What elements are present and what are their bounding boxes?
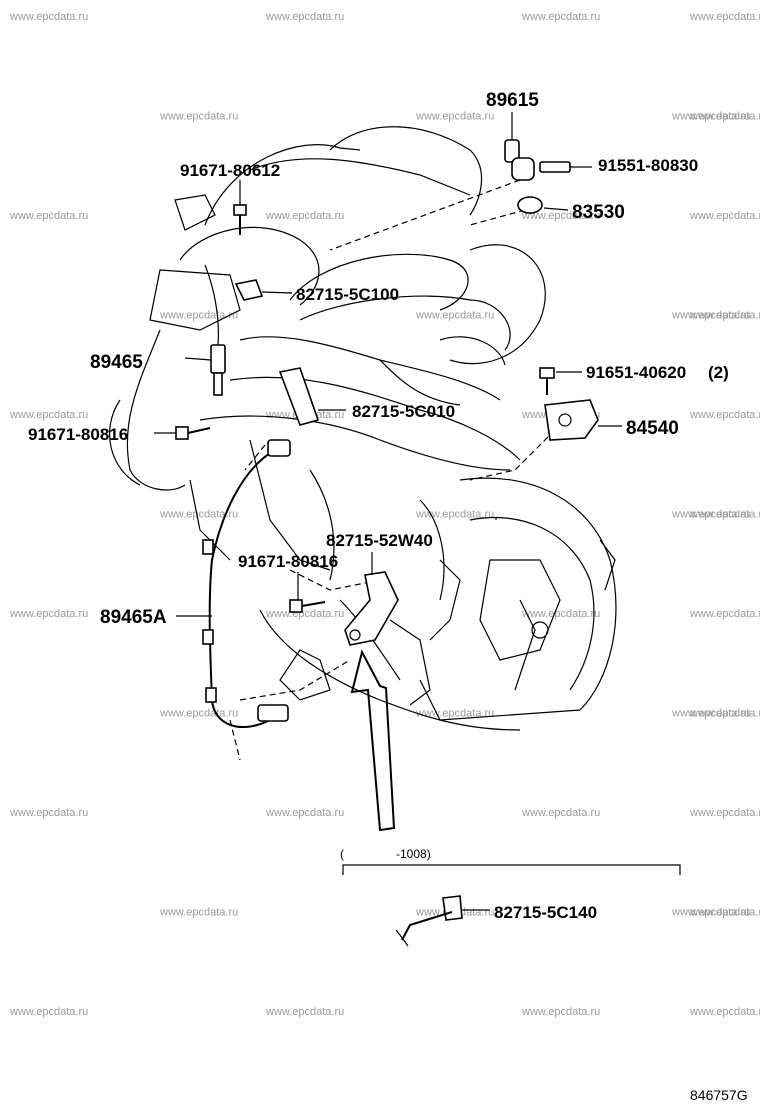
watermark-text: www.epcdata.ru <box>521 1006 600 1018</box>
watermark-text: www.epcdata.ru <box>689 409 760 421</box>
part-83530-sensor <box>517 196 569 214</box>
part-82715-5C010-bracket <box>278 367 346 426</box>
watermark-text: www.epcdata.ru <box>415 310 494 322</box>
part-91551-80830-bolt <box>539 161 592 173</box>
engine-assembly-drawing <box>109 126 617 761</box>
range-note-value: -1008) <box>396 847 431 861</box>
watermark-text: www.epcdata.ru <box>689 210 760 222</box>
range-note-open: ( <box>340 847 344 861</box>
label-89465A: 89465A <box>100 607 167 628</box>
label-89465: 89465 <box>90 352 143 373</box>
callout-arrow <box>350 649 396 832</box>
part-91671-80612-bolt <box>233 180 247 235</box>
watermark-text: www.epcdata.ru <box>689 608 760 620</box>
watermark-text: www.epcdata.ru <box>671 509 750 521</box>
part-82715-5C140-bracket <box>395 895 490 947</box>
watermark-text: www.epcdata.ru <box>265 807 344 819</box>
watermark-text: www.epcdata.ru <box>9 608 88 620</box>
watermark-text: www.epcdata.ru <box>159 509 238 521</box>
watermark-text: www.epcdata.ru <box>265 1006 344 1018</box>
watermark-text: www.epcdata.ru <box>689 907 760 919</box>
watermark-text: www.epcdata.ru <box>689 1006 760 1018</box>
watermark-text: www.epcdata.ru <box>689 111 760 123</box>
watermark-text: www.epcdata.ru <box>689 509 760 521</box>
watermark-text: www.epcdata.ru <box>689 807 760 819</box>
watermark-text: www.epcdata.ru <box>159 111 238 123</box>
part-82715-52W40-bracket <box>344 552 399 646</box>
watermark-text: www.epcdata.ru <box>689 708 760 720</box>
label-91651-40620: 91651-40620 <box>586 363 686 382</box>
watermark-text: www.epcdata.ru <box>671 310 750 322</box>
watermark-text: www.epcdata.ru <box>671 708 750 720</box>
watermark-text: www.epcdata.ru <box>415 708 494 720</box>
label-84540: 84540 <box>626 418 679 439</box>
watermark-text: www.epcdata.ru <box>521 11 600 23</box>
label-91671-80816-left: 91671-80816 <box>28 425 128 444</box>
part-84540-switch <box>544 399 622 441</box>
watermark-text: www.epcdata.ru <box>9 210 88 222</box>
part-91671-80816-bolt-left <box>154 426 211 440</box>
watermark-text: www.epcdata.ru <box>265 608 344 620</box>
watermark-text: www.epcdata.ru <box>415 509 494 521</box>
part-82715-5C100-clamp <box>234 279 293 301</box>
part-91671-80816-bolt-center <box>289 572 326 613</box>
watermark-text: www.epcdata.ru <box>671 907 750 919</box>
part-89615-sensor <box>504 112 535 181</box>
range-bracket <box>342 864 681 875</box>
part-89465A-sensor-harness <box>176 439 291 729</box>
watermark-text: www.epcdata.ru <box>9 11 88 23</box>
watermark-text: www.epcdata.ru <box>265 11 344 23</box>
watermark-text: www.epcdata.ru <box>265 210 344 222</box>
watermark-text: www.epcdata.ru <box>521 608 600 620</box>
label-82715-5C100: 82715-5C100 <box>296 285 399 304</box>
watermark-text: www.epcdata.ru <box>159 310 238 322</box>
watermark-text: www.epcdata.ru <box>521 210 600 222</box>
label-82715-5C010: 82715-5C010 <box>352 402 455 421</box>
label-82715-5C140: 82715-5C140 <box>494 903 597 922</box>
label-91551-80830: 91551-80830 <box>598 156 698 175</box>
part-91651-40620-bolt <box>539 367 582 395</box>
watermark-text: www.epcdata.ru <box>671 111 750 123</box>
watermark-text: www.epcdata.ru <box>415 111 494 123</box>
watermark-text: www.epcdata.ru <box>9 1006 88 1018</box>
watermark-text: www.epcdata.ru <box>9 409 88 421</box>
label-91651-40620-qty: (2) <box>708 363 729 382</box>
watermark-text: www.epcdata.ru <box>521 807 600 819</box>
part-89465-oxygen-sensor <box>184 264 226 396</box>
watermark-text: www.epcdata.ru <box>159 907 238 919</box>
label-91671-80816-center: 91671-80816 <box>238 552 338 571</box>
label-89615: 89615 <box>486 90 539 111</box>
label-83530: 83530 <box>572 202 625 223</box>
watermark-text: www.epcdata.ru <box>159 708 238 720</box>
watermark-text: www.epcdata.ru <box>9 807 88 819</box>
watermark-text: www.epcdata.ru <box>689 11 760 23</box>
diagram-code: 846757G <box>690 1087 748 1103</box>
label-82715-52W40: 82715-52W40 <box>326 531 433 550</box>
label-91671-80612: 91671-80612 <box>180 161 280 180</box>
watermark-text: www.epcdata.ru <box>689 310 760 322</box>
